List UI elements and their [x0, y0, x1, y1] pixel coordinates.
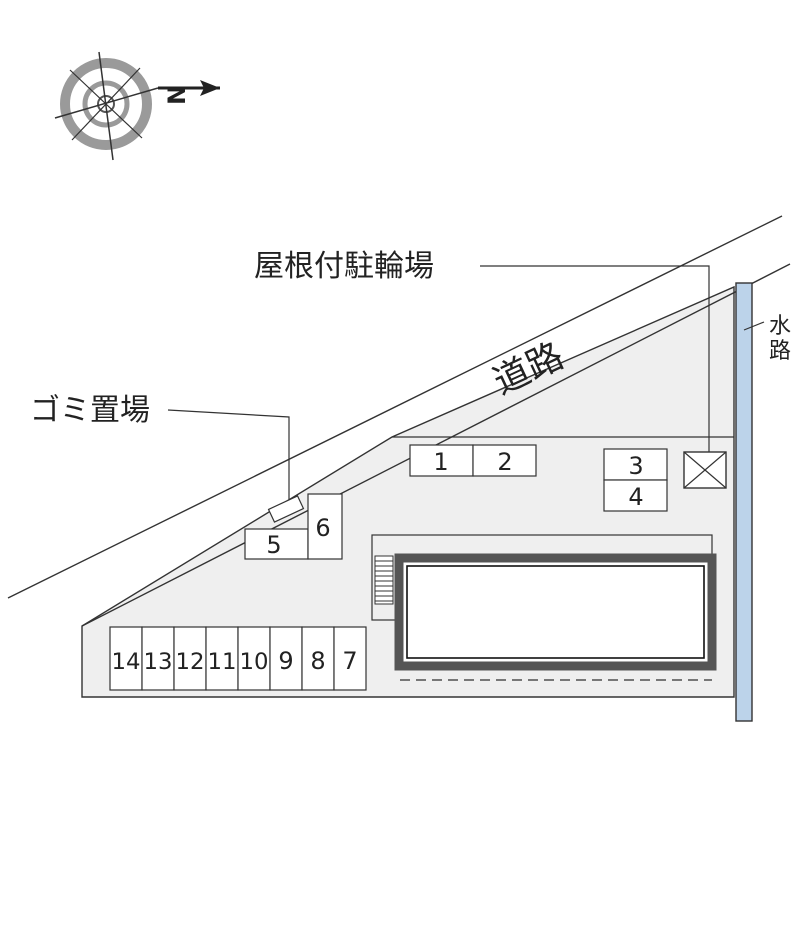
- road-edge-upper: [7, 215, 783, 599]
- parking-space: [173, 626, 207, 691]
- trash-label: ゴミ置場: [30, 393, 150, 428]
- parking-space: [269, 626, 303, 691]
- parking-space: [333, 626, 367, 691]
- trash-box: [267, 495, 305, 523]
- waterway-label-1: 水: [769, 314, 791, 339]
- parking-number: 7: [342, 647, 357, 675]
- parking-number: 11: [208, 650, 237, 675]
- parking-number: 4: [628, 483, 643, 511]
- apartment-building: [371, 534, 717, 681]
- parking-number: 2: [497, 448, 512, 476]
- waterway: [735, 282, 753, 722]
- parking-number: 6: [315, 514, 330, 542]
- parking-group-1-2: 1 2: [409, 444, 537, 477]
- parking-number: 13: [144, 650, 173, 675]
- waterway-label-2: 路: [769, 339, 791, 364]
- waterway-leader: [743, 321, 765, 331]
- parking-number: 14: [112, 650, 141, 675]
- bike-shelter: [683, 451, 727, 489]
- trash-leader: [167, 409, 290, 500]
- north-letter: N: [163, 85, 191, 105]
- parking-group-5-6: 5 6: [244, 493, 343, 560]
- bike-shelter-label: 屋根付駐輪場: [254, 249, 434, 284]
- parking-space: [237, 626, 271, 691]
- parking-group-3-4: 3 4: [603, 448, 668, 512]
- parking-number: 5: [266, 531, 281, 559]
- parking-space: [301, 626, 335, 691]
- parking-number: 8: [310, 647, 325, 675]
- parking-number: 10: [240, 650, 269, 675]
- parking-number: 1: [433, 448, 448, 476]
- parking-number: 3: [628, 452, 643, 480]
- parking-space: [205, 626, 239, 691]
- compass-rose-icon: N: [54, 51, 220, 161]
- parking-number: 9: [278, 647, 293, 675]
- parking-number: 12: [176, 650, 205, 675]
- parking-space: [109, 626, 143, 691]
- bike-shelter-leader: [480, 265, 710, 456]
